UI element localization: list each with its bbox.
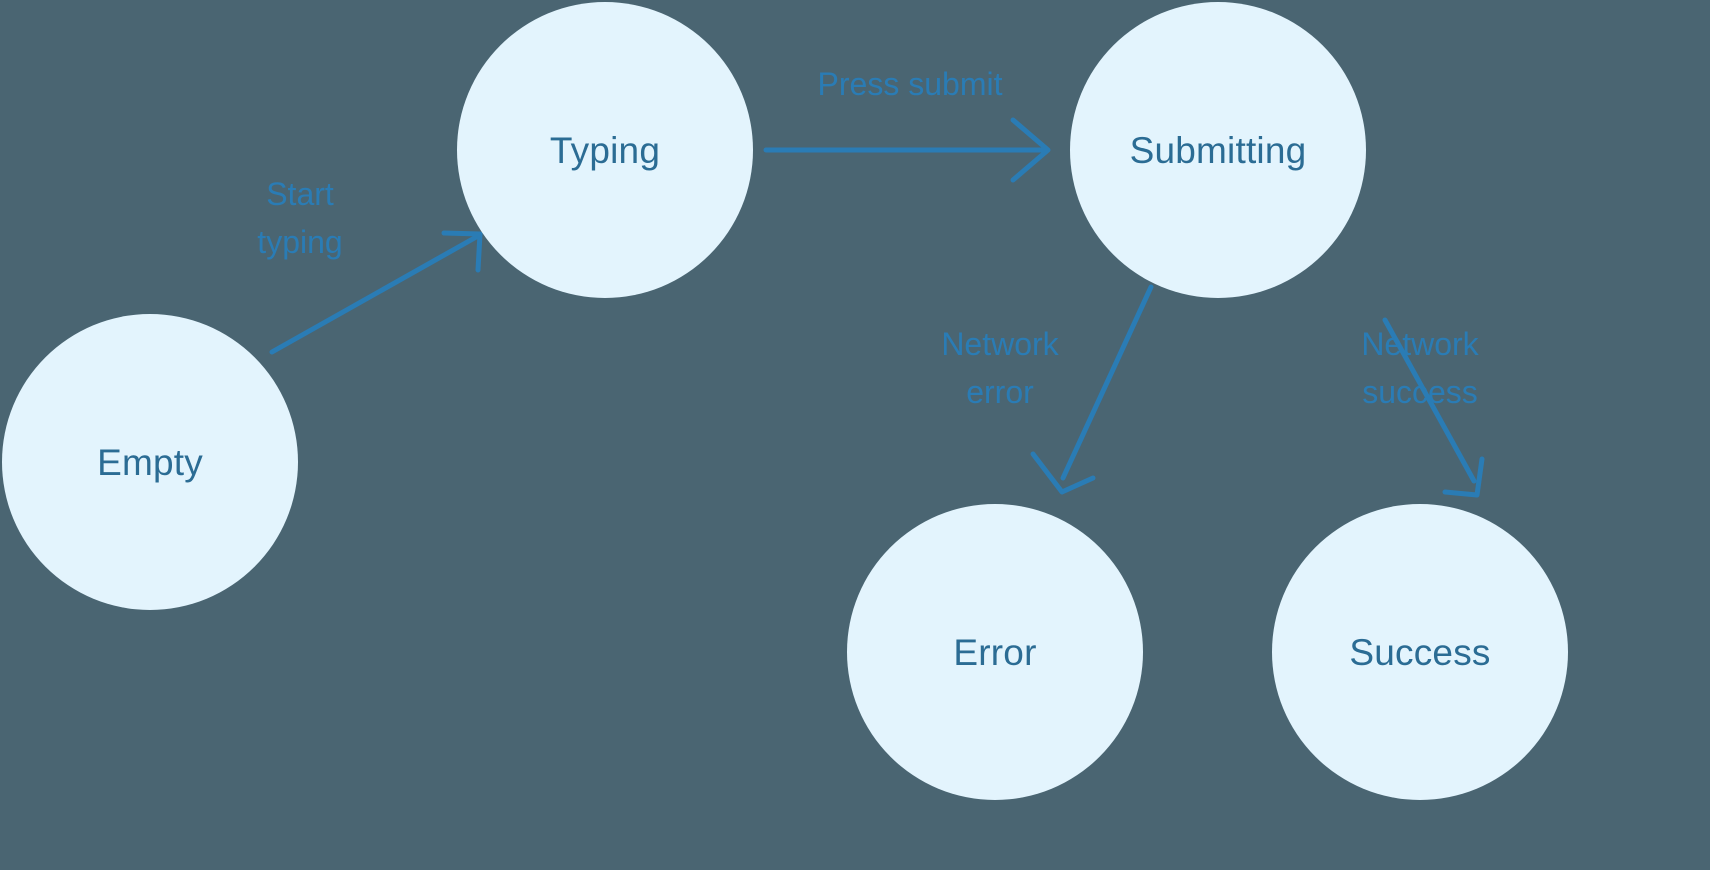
edge-submitting-to-error [1030, 284, 1154, 495]
edge-typing-to-submitting [763, 117, 1051, 183]
state-node-submitting-label: Submitting [1129, 129, 1307, 171]
state-node-empty-label: Empty [97, 441, 203, 483]
state-node-submitting[interactable]: Submitting [1070, 2, 1366, 298]
edge-submitting-to-error-arrowhead [1030, 451, 1096, 495]
state-node-typing-label: Typing [549, 129, 661, 171]
edge-empty-to-typing-arrowhead [441, 230, 483, 273]
state-node-success-label: Success [1349, 631, 1491, 673]
edge-empty-to-typing [269, 230, 483, 355]
state-node-empty[interactable]: Empty [2, 314, 298, 610]
state-node-error[interactable]: Error [847, 504, 1143, 800]
edge-submitting-to-success-line [1382, 317, 1477, 484]
edge-empty-to-typing-line [269, 233, 481, 355]
state-node-success[interactable]: Success [1272, 504, 1568, 800]
edge-typing-to-submitting-arrowhead [1010, 117, 1051, 183]
state-node-error-label: Error [953, 631, 1037, 673]
state-node-typing[interactable]: Typing [457, 2, 753, 298]
edge-submitting-to-success [1382, 317, 1485, 498]
edge-submitting-to-error-line [1060, 284, 1154, 481]
edge-submitting-to-success-arrowhead [1442, 456, 1485, 498]
